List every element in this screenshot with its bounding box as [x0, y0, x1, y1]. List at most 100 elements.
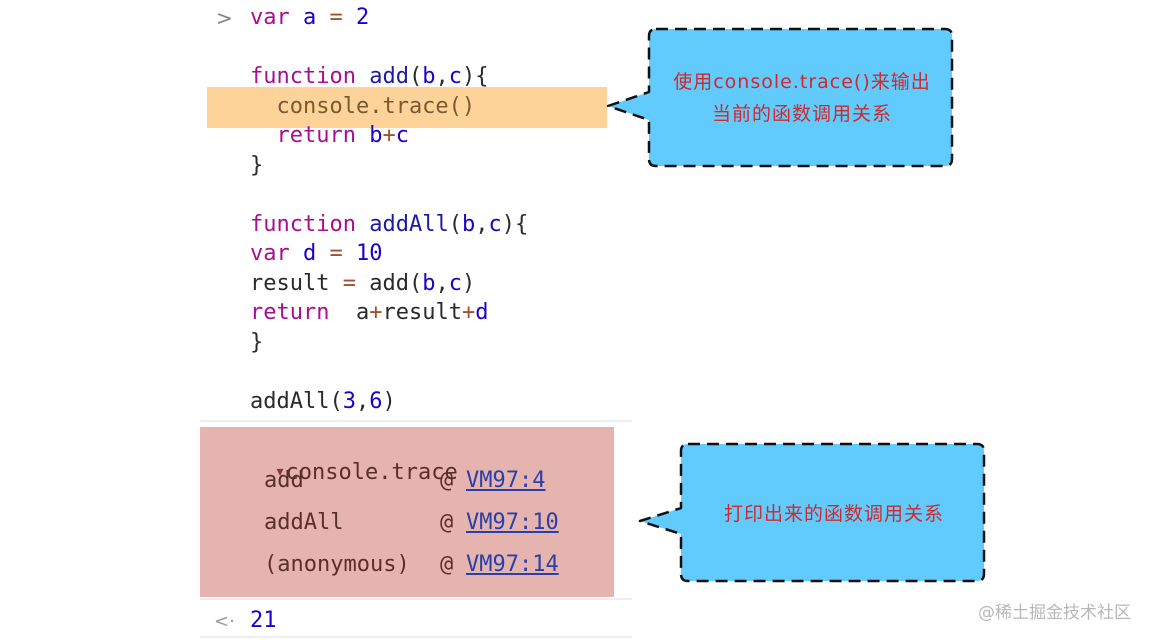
- highlight-band: [207, 87, 607, 128]
- code-token: +: [369, 300, 383, 325]
- code-line: result = add(b,c): [250, 269, 475, 299]
- trace-title: console.trace: [285, 460, 458, 485]
- code-token: ){: [501, 211, 529, 237]
- code-token: ,: [355, 388, 370, 414]
- code-line: var a = 2: [250, 3, 369, 33]
- code-token: [356, 212, 369, 237]
- code-token: (: [408, 270, 423, 296]
- callout-text-2: 打印出来的函数调用关系: [723, 503, 944, 525]
- code-line: var d = 10: [250, 239, 383, 269]
- code-token: [250, 123, 277, 148]
- code-token: a: [355, 300, 370, 325]
- return-arrow-icon: <·: [214, 611, 235, 632]
- trace-frame-name: add: [264, 468, 304, 493]
- trace-frame-name: (anonymous): [264, 552, 410, 577]
- code-token: add: [369, 64, 409, 89]
- trace-frame-link[interactable]: VM97:14: [466, 552, 559, 577]
- code-token: b: [461, 211, 476, 237]
- code-token: [329, 300, 356, 325]
- code-token: ){: [461, 64, 489, 89]
- code-token: +: [382, 123, 396, 148]
- code-token: return: [250, 300, 330, 325]
- trace-frame-at: @: [440, 510, 454, 535]
- code-token: console.trace(): [250, 93, 476, 119]
- trace-frame-at: @: [440, 468, 454, 493]
- code-token: c: [395, 123, 409, 148]
- code-token: var: [250, 241, 290, 266]
- code-token: b: [422, 270, 436, 296]
- code-token: ): [461, 270, 476, 296]
- code-token: [356, 123, 369, 148]
- code-token: =: [329, 5, 343, 30]
- separator: [200, 598, 632, 600]
- code-token: d: [475, 300, 489, 325]
- code-token: ,: [475, 211, 489, 237]
- input-prompt-icon: >: [216, 6, 233, 30]
- code-token: ): [382, 388, 396, 414]
- code-token: d: [303, 241, 317, 266]
- callout-bubble-2: 打印出来的函数调用关系: [632, 436, 992, 591]
- code-line: return a+result+d: [250, 298, 488, 328]
- code-token: }: [250, 329, 264, 355]
- code-token: ,: [435, 64, 449, 89]
- code-token: return: [276, 123, 356, 148]
- code-token: }: [250, 152, 264, 178]
- callout-shape: [638, 442, 986, 583]
- code-line: return b+c: [250, 121, 409, 151]
- code-token: =: [342, 270, 356, 296]
- code-token: 2: [356, 5, 370, 30]
- code-token: [316, 241, 329, 266]
- callout-text-1: 使用console.trace()来输出 当前的函数调用关系: [652, 66, 952, 130]
- code-token: 3: [342, 388, 356, 414]
- watermark: @稀土掘金技术社区: [978, 603, 1131, 623]
- code-token: add: [369, 270, 409, 296]
- trace-frame-link[interactable]: VM97:10: [466, 510, 559, 535]
- trace-header[interactable]: ▾console.trace: [250, 428, 458, 490]
- code-token: (: [448, 211, 462, 237]
- code-token: [356, 64, 369, 89]
- code-token: ,: [435, 270, 449, 296]
- code-token: a: [303, 5, 317, 30]
- code-line: function addAll(b,c){: [250, 210, 528, 240]
- code-token: c: [448, 270, 462, 296]
- code-token: addAll: [369, 211, 449, 237]
- code-token: (: [408, 64, 423, 89]
- code-token: result: [382, 300, 462, 325]
- code-token: function: [250, 64, 356, 89]
- callout-text-line: 使用console.trace()来输出: [673, 71, 931, 93]
- code-token: b: [422, 64, 436, 89]
- code-token: =: [329, 241, 343, 266]
- code-token: (: [329, 388, 343, 414]
- code-token: 10: [356, 241, 383, 266]
- code-token: c: [488, 211, 502, 237]
- code-line-highlighted: console.trace(): [250, 92, 475, 122]
- code-line: }: [250, 151, 263, 181]
- code-token: b: [369, 123, 383, 148]
- code-token: function: [250, 211, 356, 237]
- code-token: c: [448, 64, 462, 89]
- callout-shape: [606, 27, 954, 168]
- separator: [200, 420, 632, 422]
- code-token: [316, 5, 329, 30]
- trace-frame-at: @: [440, 552, 454, 577]
- code-token: addAll: [250, 388, 330, 414]
- code-token: [290, 241, 303, 266]
- code-token: [290, 5, 303, 30]
- code-token: 6: [369, 388, 383, 414]
- code-token: var: [250, 5, 290, 30]
- expand-triangle-icon[interactable]: ▾: [276, 464, 284, 480]
- callout-text-line: 当前的函数调用关系: [711, 103, 892, 125]
- return-value: 21: [250, 608, 277, 633]
- code-token: [343, 241, 356, 266]
- code-line: }: [250, 328, 263, 358]
- code-line: function add(b,c){: [250, 62, 488, 92]
- trace-frame-link[interactable]: VM97:4: [466, 468, 546, 493]
- trace-output-panel: [200, 427, 614, 597]
- code-token: +: [461, 300, 476, 325]
- code-token: [356, 271, 369, 296]
- code-line: addAll(3,6): [250, 387, 396, 417]
- code-token: [329, 271, 342, 296]
- code-token: result: [250, 270, 330, 296]
- trace-frame-name: addAll: [264, 510, 344, 535]
- code-token: [343, 5, 356, 30]
